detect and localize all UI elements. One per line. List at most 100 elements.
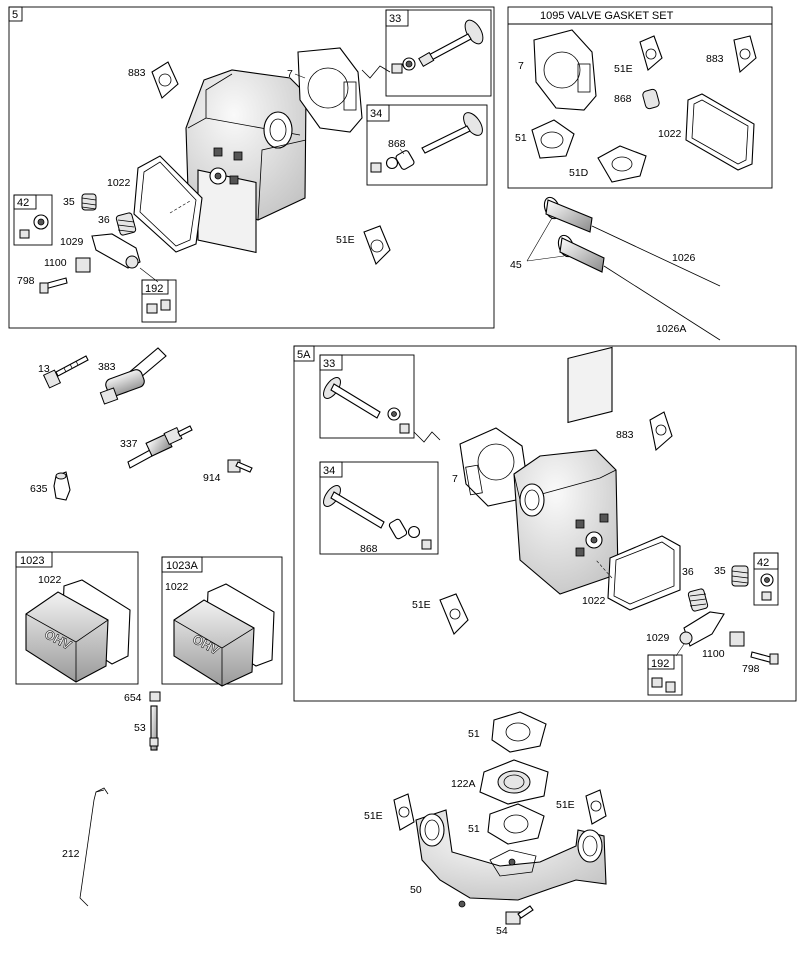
valve-spring-35-top (81, 193, 97, 211)
group-1023A-number: 1023A (166, 560, 198, 572)
label-1026: 1026 (672, 252, 696, 264)
spacer-122A (479, 759, 549, 805)
push-rods: 45 1026 1026A (510, 196, 721, 341)
group-1023-frame (15, 551, 139, 685)
kit-gasket-51D (597, 145, 647, 183)
subgroup-34-top: 34 868 (366, 104, 488, 186)
group-1023-number: 1023 (20, 555, 44, 567)
valve-spring-36-bottom (687, 588, 709, 612)
exhaust-gasket-883-top (151, 61, 179, 99)
label-36-top: 36 (98, 214, 110, 226)
label-1022-cover-a: 1022 (38, 574, 62, 586)
rocker-cover-1023: 1023 1022 OHV (15, 551, 139, 685)
manifold-assembly: 51 122A 51 51E 51E (364, 711, 607, 937)
kit-title: 1095 VALVE GASKET SET (540, 10, 674, 22)
label-1026A: 1026A (656, 323, 686, 335)
subgroup-192-top: 192 (141, 279, 177, 323)
label-883-bottom: 883 (616, 429, 634, 441)
label-1022-cover-b: 1022 (165, 581, 189, 593)
rocker-pivot-1100-top (75, 257, 91, 273)
label-1022-top: 1022 (107, 177, 131, 189)
valve-guide-868-icon (395, 150, 415, 170)
kit-gasket-51 (531, 119, 575, 159)
breather-383 (99, 347, 167, 405)
label-51E-left: 51E (364, 810, 383, 822)
kit-head-gasket-7 (533, 29, 597, 111)
subgroup-192-bottom: 192 (647, 654, 683, 696)
label-1100-top: 1100 (44, 257, 67, 269)
rocker-arm-1029-bottom (679, 611, 725, 647)
kit-valve-seal-868 (642, 88, 660, 110)
label-798-bottom: 798 (742, 663, 760, 675)
label-7-bottom: 7 (452, 473, 458, 485)
subgroup-42-top-number: 42 (17, 197, 29, 209)
subgroup-34-bottom-frame (319, 461, 439, 555)
label-51E-top: 51E (336, 234, 355, 246)
valve-keeper-icon (391, 63, 403, 74)
subgroup-33-top-number: 33 (389, 13, 401, 25)
subgroup-33-top-frame (385, 9, 492, 97)
label-50: 50 (410, 884, 422, 896)
label-51-lower: 51 (468, 823, 480, 835)
subgroup-42-top: 42 (13, 194, 53, 246)
label-1029-bottom: 1029 (646, 632, 670, 644)
label-53: 53 (134, 722, 146, 734)
label-1022-bottom: 1022 (582, 595, 606, 607)
subgroup-42-bottom-number: 42 (757, 557, 769, 569)
subgroup-33-bottom-number: 33 (323, 358, 335, 370)
label-1029-top: 1029 (60, 236, 84, 248)
subgroup-34-bottom-number: 34 (323, 465, 335, 477)
governor-link-212 (79, 787, 109, 907)
group-5-number: 5 (12, 9, 18, 21)
intake-gasket-51E-top (363, 225, 391, 265)
subgroup-33-bottom: 33 (319, 354, 415, 439)
rocker-pivot-1100-bottom (729, 631, 745, 647)
group-5A-number: 5A (297, 349, 311, 361)
label-45: 45 (510, 259, 522, 271)
rocker-screw-798-bottom (750, 651, 779, 665)
stud-53 (149, 705, 159, 751)
subgroup-192-bottom-number: 192 (651, 658, 669, 670)
subgroup-34-top-frame (366, 104, 488, 186)
kit-label-51: 51 (515, 132, 527, 144)
label-54: 54 (496, 925, 508, 937)
group-5-frame (8, 6, 495, 329)
label-122A: 122A (451, 778, 476, 790)
exhaust-gasket-883-bottom (649, 411, 673, 452)
group-5A: 5A 33 34 868 (293, 345, 797, 702)
rocker-arm-1029-top (91, 233, 141, 269)
exhaust-valve-top (421, 112, 483, 154)
cylinder-head-bottom (513, 346, 619, 595)
kit-gasket-51E (639, 35, 663, 71)
lifter-45-upper (543, 196, 721, 287)
label-914: 914 (203, 472, 221, 484)
head-gasket-7-top (297, 47, 363, 133)
label-868-bottom: 868 (360, 543, 378, 555)
label-337: 337 (120, 438, 138, 450)
kit-gasket-883 (733, 35, 757, 74)
gasket-51-upper (491, 711, 547, 753)
group-5-tag (8, 6, 23, 22)
valve-gasket-set-kit: 1095 VALVE GASKET SET 7 51E 883 868 51 (507, 6, 773, 189)
label-212: 212 (62, 848, 80, 860)
label-35-bottom: 35 (714, 565, 726, 577)
subgroup-42-bottom: 42 (753, 552, 779, 606)
label-798-top: 798 (17, 275, 35, 287)
kit-label-1022: 1022 (658, 128, 682, 140)
label-51-upper: 51 (468, 728, 480, 740)
label-35-top: 35 (63, 196, 75, 208)
kit-frame (507, 6, 773, 189)
subgroup-192-top-number: 192 (145, 283, 163, 295)
kit-label-7: 7 (518, 60, 524, 72)
valve-spring-35-bottom (731, 565, 749, 587)
kit-gasket-1022 (685, 93, 755, 171)
rocker-cover-1023A: 1023A 1022 OHV (161, 556, 283, 687)
gasket-51E-left (393, 793, 415, 831)
cylinder-head-top (185, 69, 307, 254)
bolt-54 (505, 905, 534, 925)
label-635: 635 (30, 483, 48, 495)
subgroup-34-bottom: 34 868 (319, 461, 439, 555)
gasket-51E-right (585, 789, 607, 825)
group-5A-frame (293, 345, 797, 702)
